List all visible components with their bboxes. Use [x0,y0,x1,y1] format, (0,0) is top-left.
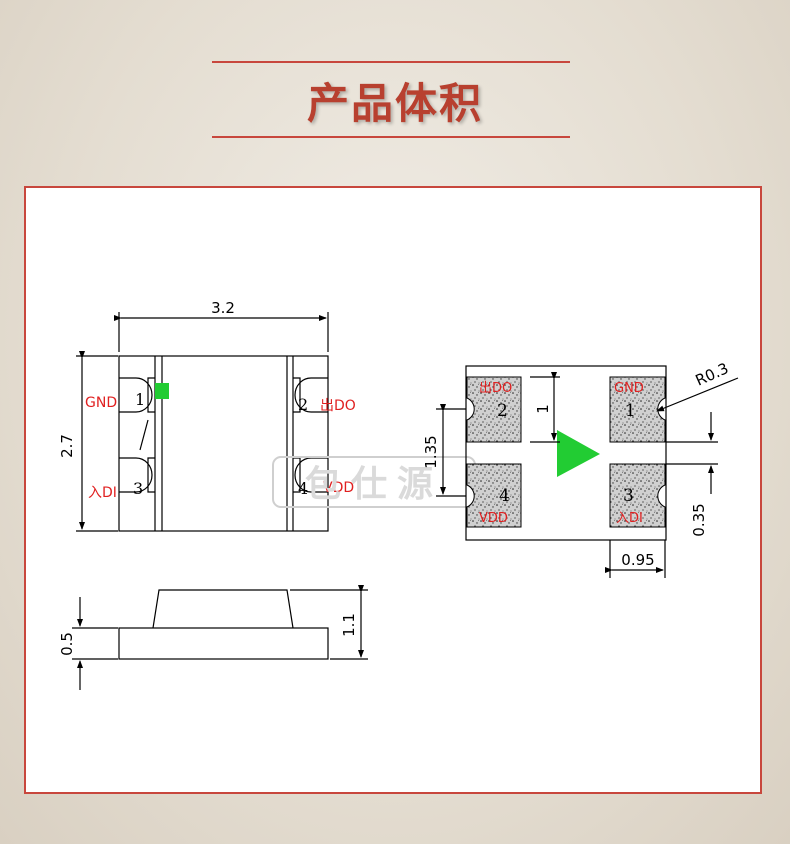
dim-pad-height-label: 0.5 [58,632,76,656]
pin-label-di: 入DI [88,485,117,501]
pad-number-3: 3 [623,486,634,506]
pad-label-di: 入DI [616,511,643,526]
page-title: 产品体积 [306,79,483,128]
bottom-outline [465,365,667,541]
pin-label-vdd: VDD [323,480,354,496]
dim-pad-width-label: 0.95 [621,551,654,569]
dim-pad-length-label: 1 [534,404,552,414]
pad-2 [466,376,522,443]
dim-height-label: 2.7 [58,434,76,458]
pad-label-gnd: GND [614,381,644,396]
pad-number-4: 4 [499,486,510,506]
pad-label-do: 出DO [479,381,512,396]
dim-gap-label: 0.35 [690,503,708,536]
pad-3 [609,463,666,528]
pin-notch [294,457,328,493]
pin-label-do: 出DO [320,398,356,414]
pin-number-2: 2 [298,395,308,414]
polarity-triangle [557,430,600,477]
pad-number-1: 1 [625,401,636,421]
dim-width-label: 3.2 [211,299,235,317]
pad-number-2: 2 [497,401,508,421]
header-top-rule [212,61,570,63]
svg-text:包仕源: 包仕源 [305,464,443,505]
pin1-marker [155,383,169,399]
pad-label-vdd: VDD [479,511,508,526]
pin-number-4: 4 [298,479,308,498]
pin-number-3: 3 [133,479,143,498]
pin-notch [119,377,153,413]
pin-number-1: 1 [135,390,145,409]
dim-radius-label: R0.3 [693,359,732,389]
bottom-view [465,365,667,541]
led-lens-outline [152,589,294,629]
pin-notch [294,377,328,413]
pad-4 [466,463,522,528]
bottom-dimensions [436,372,739,578]
header-bottom-rule [212,136,570,138]
dim-pitch-label: 1.35 [422,435,440,468]
pin-notch [119,457,153,493]
dim-total-height-label: 1.1 [340,613,358,637]
led-base-outline [118,627,329,660]
led-body-outline [118,355,329,532]
side-view [72,585,368,690]
pin-label-gnd: GND [85,395,117,411]
